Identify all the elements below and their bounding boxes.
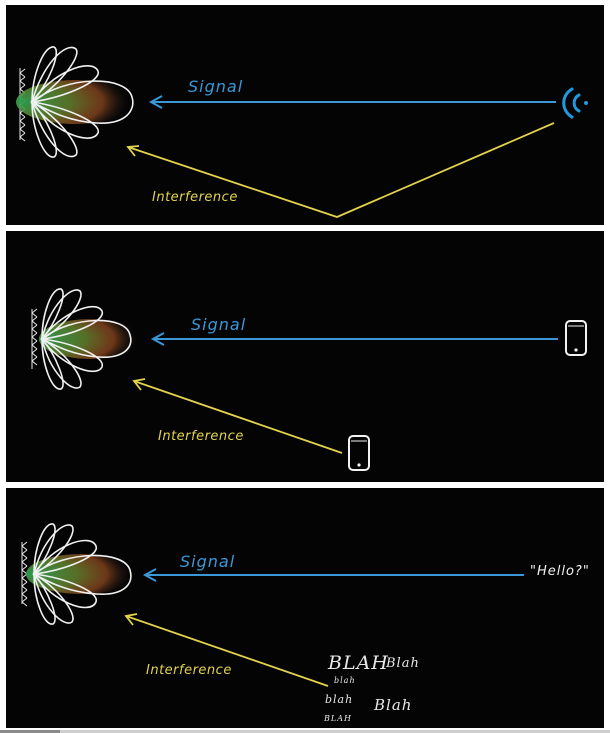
signal-label: Signal — [191, 315, 247, 334]
panel-3: Signal Interference "Hello?" BLAH Blah b… — [6, 488, 604, 728]
babble-text-1: BLAH — [328, 652, 389, 674]
smartphone-icon — [565, 320, 587, 356]
panel-2: Signal Interference — [6, 231, 604, 482]
interference-label: Interference — [158, 429, 244, 444]
babble-text-2: Blah — [386, 656, 420, 671]
antenna-array-icon — [31, 308, 38, 369]
horizontal-scrollbar[interactable] — [0, 730, 610, 733]
panel-2-diagram — [31, 288, 587, 471]
signal-label: Signal — [180, 552, 236, 571]
interference-label: Interference — [152, 190, 238, 205]
interference-arrow — [126, 122, 555, 218]
beam-pattern-icon — [30, 46, 134, 158]
babble-text-5: Blah — [374, 696, 413, 714]
babble-text-6: BLAH — [324, 714, 352, 723]
scrollbar-thumb[interactable] — [0, 730, 60, 733]
signal-arrow — [142, 568, 524, 582]
speech-quote: "Hello?" — [530, 564, 590, 579]
babble-text-3: blah — [334, 676, 356, 685]
beam-pattern-icon — [40, 288, 132, 390]
interference-arrow — [132, 378, 343, 454]
interferer-smartphone-icon — [348, 435, 370, 471]
babble-text-4: blah — [325, 693, 354, 706]
panel-3-diagram — [21, 523, 524, 687]
interference-arrow — [124, 613, 329, 687]
antenna-array-icon — [21, 541, 28, 607]
beam-pattern-icon — [32, 523, 132, 625]
interference-label: Interference — [146, 663, 232, 678]
signal-label: Signal — [188, 77, 244, 96]
signal-arrow — [148, 95, 556, 109]
panel-1: Signal Interference — [6, 5, 604, 225]
beam-field — [16, 80, 136, 124]
signal-arrow — [150, 332, 558, 346]
wireless-broadcast-icon — [562, 87, 588, 119]
panel-1-diagram — [16, 46, 588, 218]
